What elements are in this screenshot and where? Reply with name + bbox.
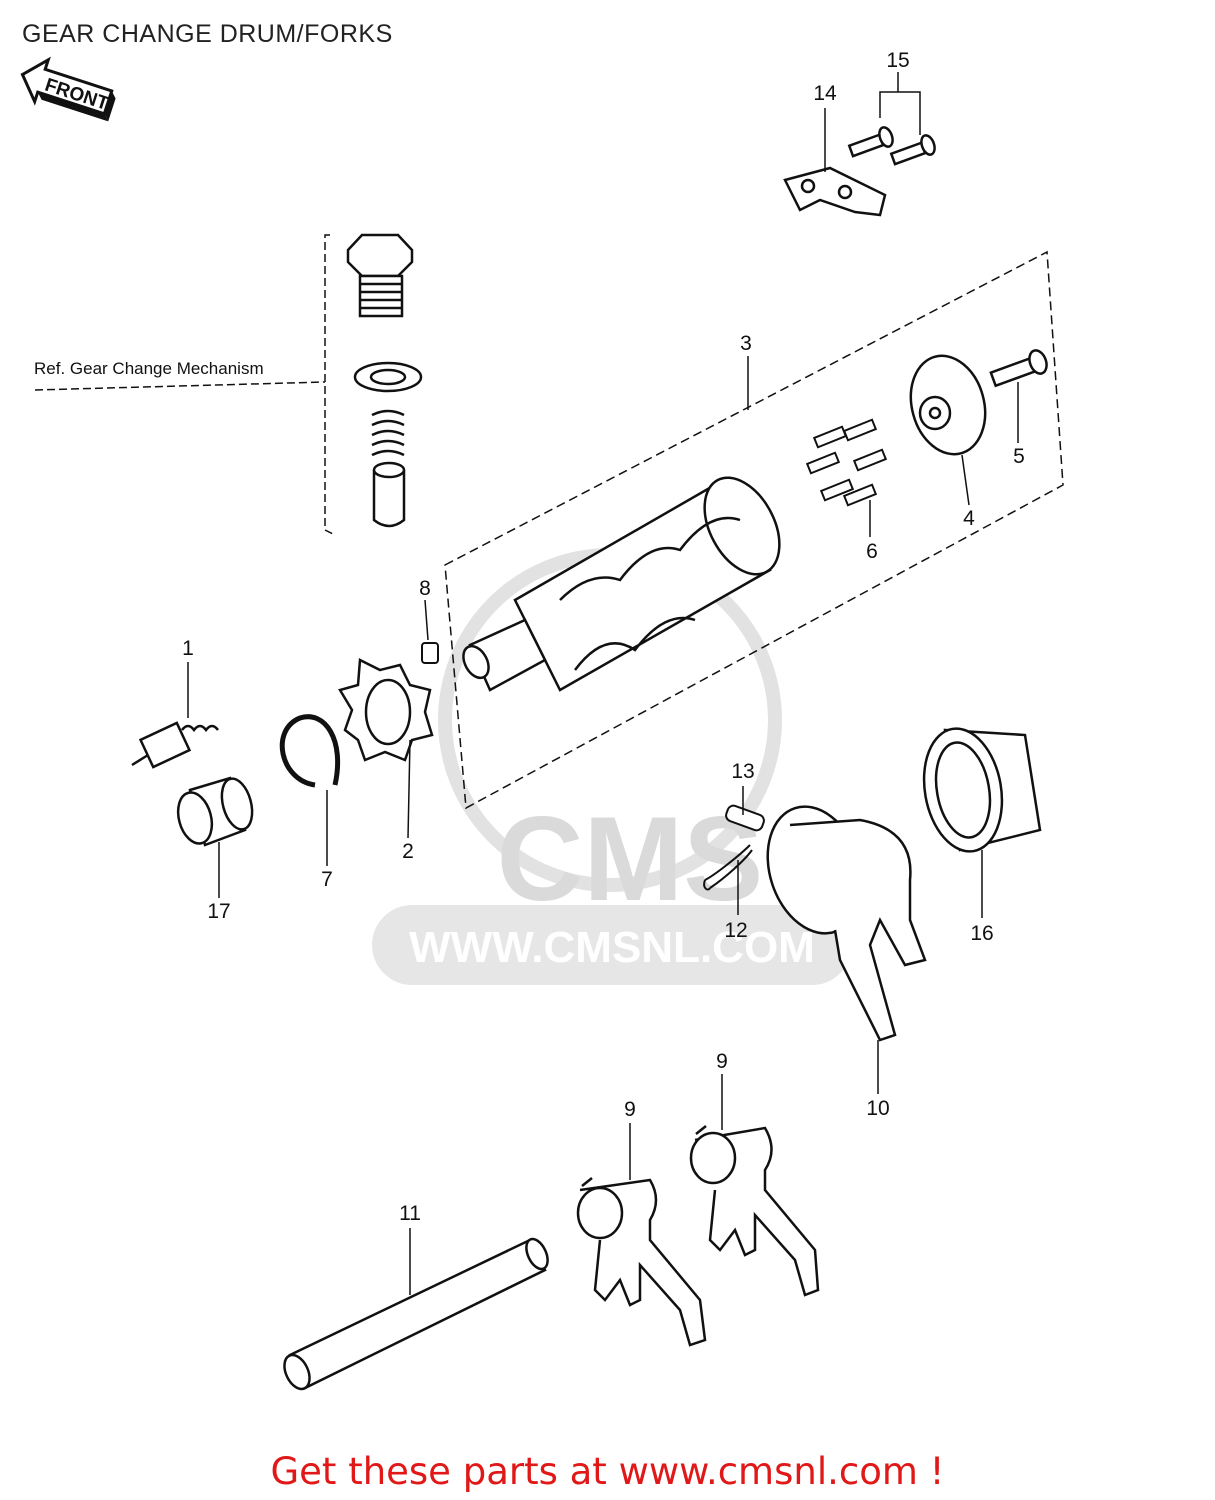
callout-9b: 9	[716, 1050, 728, 1073]
watermark: CMS WWW.CMSNL.COM	[372, 548, 852, 985]
footer-link-text[interactable]: Get these parts at www.cmsnl.com !	[270, 1450, 945, 1493]
gear-change-drum-icon	[462, 476, 781, 692]
detent-bolt-icon	[346, 233, 423, 528]
callout-10: 10	[866, 1097, 889, 1120]
small-pin-icon	[725, 804, 765, 832]
large-bearing-icon	[922, 727, 1042, 853]
circlip-icon	[279, 714, 341, 788]
screw-icon	[989, 349, 1048, 388]
drum-group-box	[444, 250, 1064, 810]
small-bearing-icon	[176, 776, 254, 847]
shift-fork-large-icon	[766, 805, 927, 1042]
front-arrow-icon: FRONT	[20, 56, 116, 122]
cotter-pin-icon	[703, 844, 753, 891]
watermark-brand: CMS	[497, 792, 764, 926]
callout-14: 14	[813, 82, 837, 105]
callout-8: 8	[419, 577, 431, 600]
callout-15: 15	[886, 49, 909, 72]
callout-labels: 1 2 3 4 5 6 7 8 9 9 10 11 12 13 14 15 16…	[182, 49, 1025, 1225]
dowel-pin-icon	[421, 642, 439, 664]
cam-plate-icon	[909, 354, 987, 456]
callout-2: 2	[402, 840, 414, 863]
plate-icon	[783, 166, 887, 217]
reference-note: Ref. Gear Change Mechanism	[34, 359, 264, 378]
watermark-url: WWW.CMSNL.COM	[409, 923, 815, 972]
star-plate-icon	[338, 658, 434, 762]
shift-fork-small-b-icon	[689, 1125, 820, 1297]
callout-1: 1	[182, 637, 194, 660]
reference-bracket	[34, 234, 336, 536]
leader-lines	[187, 72, 1019, 1295]
plate-screws-icon	[847, 126, 936, 166]
callout-12: 12	[724, 919, 747, 942]
shift-fork-small-a-icon	[576, 1177, 707, 1347]
page-title: GEAR CHANGE DRUM/FORKS	[22, 20, 393, 48]
callout-7: 7	[321, 868, 333, 891]
callout-16: 16	[970, 922, 993, 945]
callout-11: 11	[399, 1202, 421, 1225]
callout-5: 5	[1013, 445, 1025, 468]
callout-6: 6	[866, 540, 878, 563]
shift-rod-icon	[283, 1237, 549, 1391]
callout-9a: 9	[624, 1098, 636, 1121]
drum-pins-icon	[805, 418, 888, 507]
callout-3: 3	[740, 332, 752, 355]
callout-17: 17	[207, 900, 230, 923]
callout-13: 13	[731, 760, 754, 783]
neutral-switch-icon	[131, 721, 219, 769]
callout-4: 4	[963, 507, 975, 530]
